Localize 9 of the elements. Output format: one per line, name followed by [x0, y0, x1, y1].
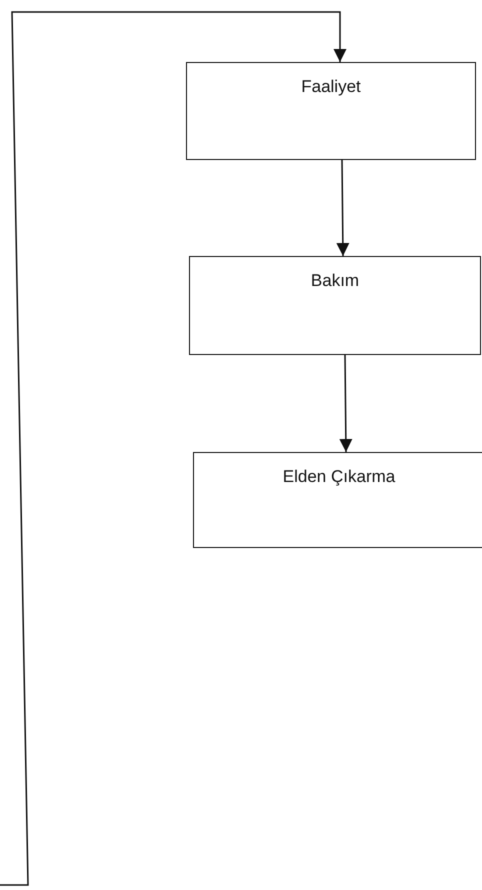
process-box: [189, 256, 481, 355]
box-label: Bakım: [310, 271, 360, 291]
process-box: [186, 62, 476, 160]
process-box: [193, 452, 482, 548]
box-label: Faaliyet: [301, 77, 361, 97]
arrow: [339, 355, 352, 452]
box-label: Elden Çıkarma: [282, 467, 396, 487]
arrow: [336, 160, 350, 256]
arrow: [0, 11, 346, 886]
